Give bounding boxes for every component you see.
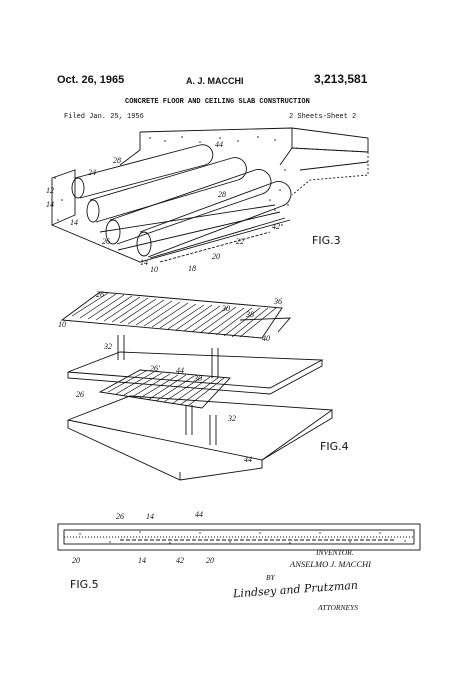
fig4-ref: 30 [194, 374, 202, 383]
fig4-ref: 32 [104, 342, 112, 351]
patent-title: CONCRETE FLOOR AND CEILING SLAB CONSTRUC… [125, 98, 310, 106]
patent-number: 3,213,581 [314, 72, 368, 86]
fig4-ref: 26 [76, 390, 84, 399]
fig4-ref: 10 [58, 320, 66, 329]
fig4-ref: 36 [274, 297, 282, 306]
fig3-ref: 20 [212, 252, 220, 261]
attorneys-label: ATTORNEYS [318, 603, 359, 612]
fig3-ref: 14 [70, 218, 78, 227]
fig3-drawing [51, 127, 369, 263]
sheet-count: 2 Sheets-Sheet 2 [289, 113, 357, 121]
fig5-ref: 20 [72, 556, 80, 565]
fig4-ref: 44 [176, 366, 184, 375]
fig4-ref: 30 [222, 304, 230, 313]
fig5-ref: 26 [116, 512, 124, 521]
fig4-ref: 38 [246, 310, 254, 319]
fig3-label: FIG.3 [312, 234, 341, 247]
fig5-label: FIG.5 [70, 578, 99, 591]
fig3-ref: 14 [140, 258, 148, 267]
fig3-ref: 26 [102, 237, 110, 246]
fig3-ref: 28 [113, 156, 121, 165]
fig5-ref: 20 [206, 556, 214, 565]
by-label: BY [266, 573, 275, 582]
patent-date: Oct. 26, 1965 [57, 74, 125, 86]
fig4-ref: 32 [228, 414, 236, 423]
fig5-drawing [57, 523, 421, 551]
fig3-ref: 44 [215, 140, 223, 149]
fig3-ref: 24 [88, 168, 96, 177]
fig4-label: FIG.4 [320, 440, 349, 453]
inventor-heading: INVENTOR. [316, 548, 354, 557]
fig3-ref: 14 [46, 200, 54, 209]
fig3-ref: 10 [150, 265, 158, 274]
fig4-ref: 44 [244, 455, 252, 464]
fig4-ref: 40 [262, 334, 270, 343]
fig3-ref: 22 [236, 237, 244, 246]
fig4-ref: 26' [150, 364, 160, 373]
fig3-ref: 28 [218, 190, 226, 199]
fig3-ref: 12 [46, 186, 54, 195]
fig5-ref: 14 [146, 512, 154, 521]
fig4-drawing [60, 291, 334, 481]
inventor-short: A. J. MACCHI [186, 76, 244, 86]
fig3-ref: 42 [272, 222, 280, 231]
fig4-ref: 26 [96, 290, 104, 299]
fig5-ref: 42 [176, 556, 184, 565]
filed-date: Filed Jan. 25, 1956 [64, 113, 144, 121]
fig5-ref: 14 [138, 556, 146, 565]
fig5-ref: 44 [195, 510, 203, 519]
inventor-name: ANSELMO J. MACCHI [290, 559, 371, 569]
fig3-ref: 18 [188, 264, 196, 273]
